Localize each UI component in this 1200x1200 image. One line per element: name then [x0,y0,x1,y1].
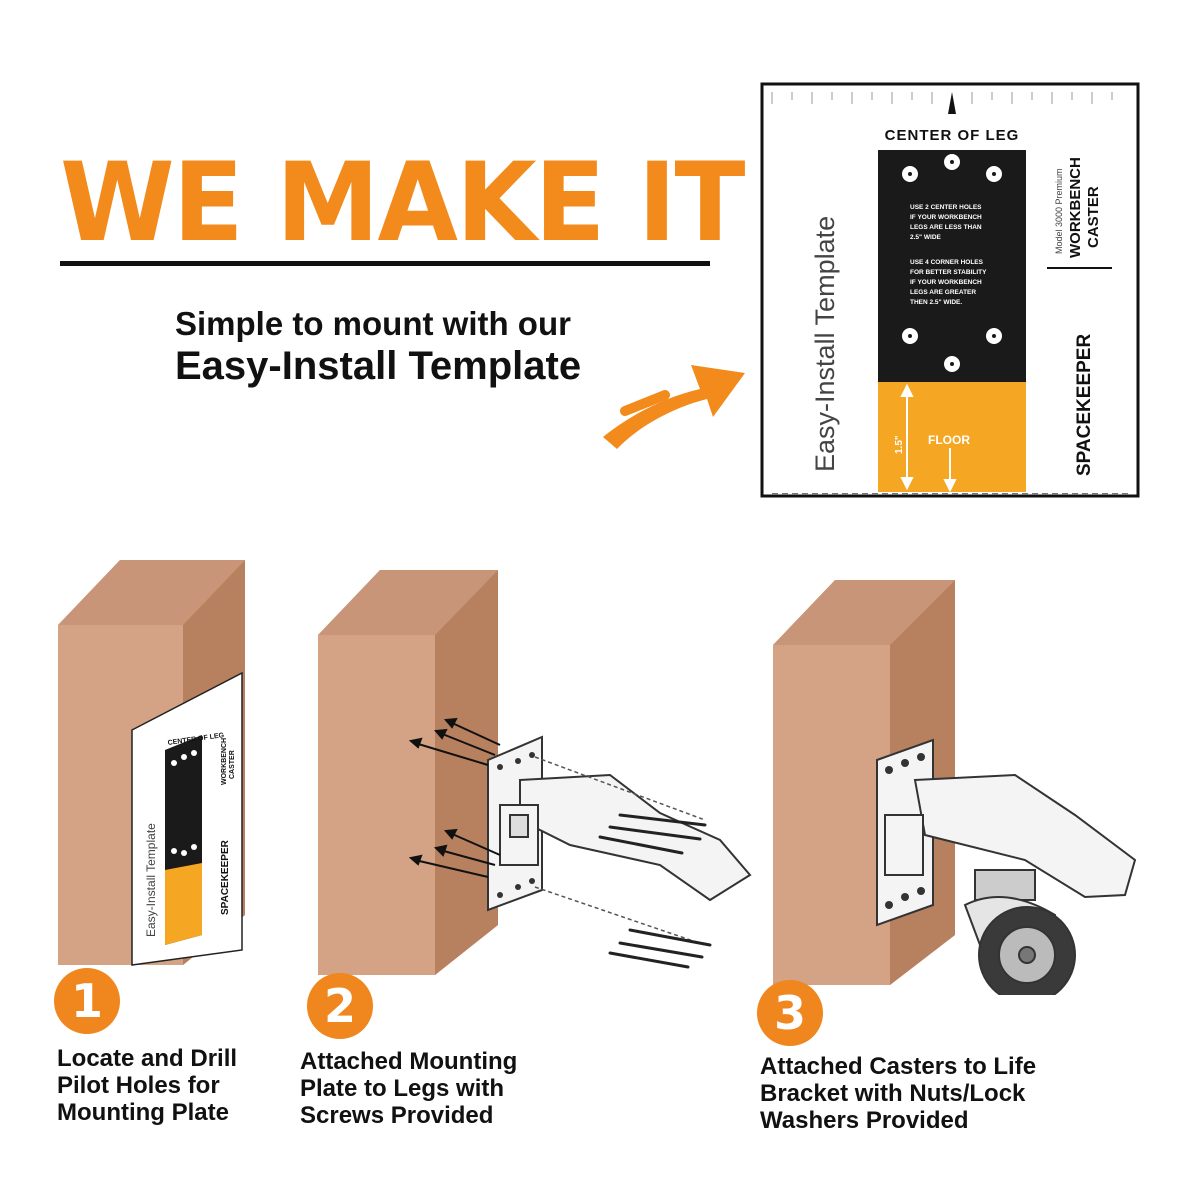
step2-text: Attached Mounting Plate to Legs with Scr… [300,1048,518,1129]
brand-label: SPACEKEEPER [1074,334,1095,476]
svg-text:2.5" WIDE: 2.5" WIDE [910,234,942,241]
step2-illustration [318,570,752,975]
step3-illustration [773,580,1137,995]
svg-text:LEGS ARE GREATER: LEGS ARE GREATER [910,289,976,296]
arrow-icon [603,365,745,449]
step3-badge: 3 [757,980,823,1046]
svg-text:WORKBENCH: WORKBENCH [1067,157,1084,258]
template-side-title: Easy-Install Template [810,216,840,472]
svg-text:IF YOUR WORKBENCH: IF YOUR WORKBENCH [910,279,982,286]
subheading: Simple to mount with our Easy-Install Te… [175,305,581,389]
headline-underline [60,261,710,266]
svg-text:CASTER: CASTER [1085,186,1102,248]
step1-badge: 1 [54,968,120,1034]
center-label: CENTER OF LEG [885,127,1020,144]
step1-illustration: Easy-Install Template CENTER OF LEG SPAC… [58,560,245,966]
subheading-line1: Simple to mount with our [175,305,571,342]
svg-text:USE 4 CORNER HOLES: USE 4 CORNER HOLES [910,259,984,266]
step3-text: Attached Casters to Life Bracket with Nu… [760,1053,1037,1134]
svg-text:IF YOUR WORKBENCH: IF YOUR WORKBENCH [910,214,982,221]
svg-text:FOR BETTER STABILITY: FOR BETTER STABILITY [910,269,987,276]
subheading-line2: Easy-Install Template [175,343,582,388]
height-label: 1.5" [894,435,905,454]
svg-text:LEGS ARE LESS THAN: LEGS ARE LESS THAN [910,224,982,231]
svg-text:SPACEKEEPER: SPACEKEEPER [220,839,231,915]
install-template: CENTER OF LEG USE 2 CENTER HOLES IF YOUR… [760,82,1140,498]
model-label: Model 3000 Premium [1054,168,1064,254]
step1-text: Locate and Drill Pilot Holes for Mountin… [57,1045,238,1126]
svg-text:CASTER: CASTER [229,750,236,779]
step2-badge: 2 [307,973,373,1039]
svg-text:THEN 2.5" WIDE.: THEN 2.5" WIDE. [910,299,962,306]
floor-label: FLOOR [928,433,970,447]
svg-text:USE 2 CENTER HOLES: USE 2 CENTER HOLES [910,204,982,211]
svg-text:WORKBENCH: WORKBENCH [221,738,228,785]
svg-text:Easy-Install Template: Easy-Install Template [144,823,158,937]
